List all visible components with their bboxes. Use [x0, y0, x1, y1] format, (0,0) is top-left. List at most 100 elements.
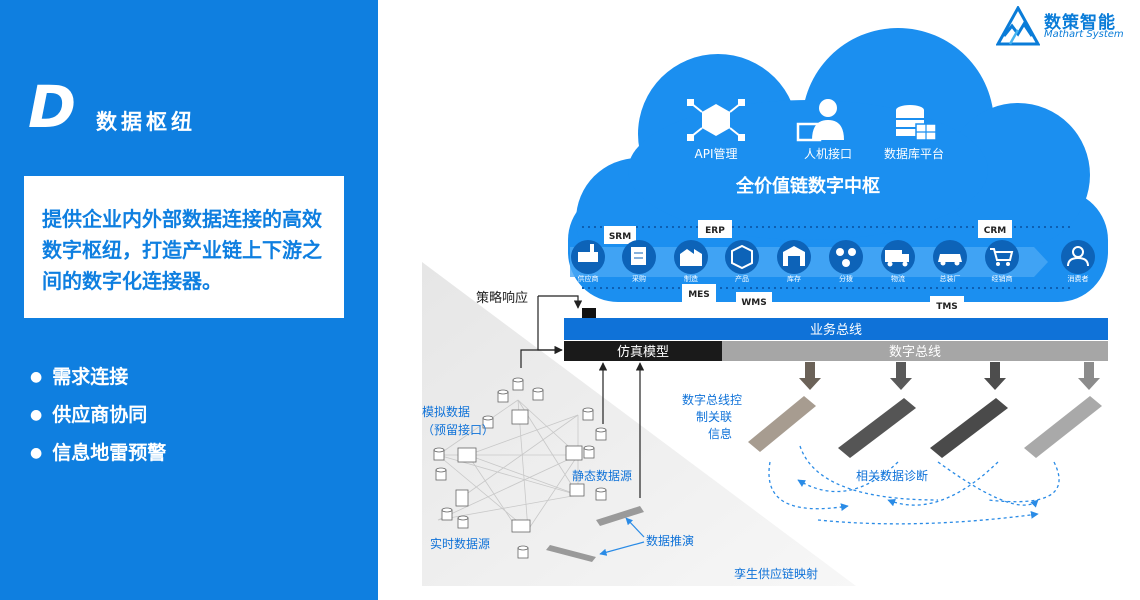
human-machine-interface-icon	[796, 99, 844, 142]
bus-control-label: 数字总线控	[682, 392, 742, 407]
svg-text:TMS: TMS	[936, 302, 958, 312]
bullet-dot-icon: ●	[30, 407, 43, 423]
description-text: 提供企业内外部数据连接的高效数字枢纽，打造产业链上下游之间的数字化连接器。	[42, 207, 322, 293]
section-title: 数据枢纽	[96, 110, 196, 134]
truck-icon	[511, 519, 531, 533]
chain-node-assembly-plant: 总装厂	[933, 240, 967, 283]
digital-bus-arrow	[890, 362, 912, 390]
data-strip	[838, 398, 916, 458]
strategy-connector	[582, 308, 596, 318]
strategy-response-label: 策略响应	[476, 290, 528, 306]
static-source-label: 静态数据源	[572, 468, 632, 483]
logo-mark-icon	[995, 4, 1041, 46]
data-strip	[930, 398, 1008, 458]
chain-node-logistics: 物流	[881, 240, 915, 283]
database-node-icon	[497, 389, 509, 403]
digital-bus-arrow	[1078, 362, 1100, 390]
strategy-arrow	[538, 295, 583, 309]
svg-text:供应商: 供应商	[578, 274, 599, 283]
system-tag-erp: ERP	[698, 220, 732, 238]
chain-node-inventory: 库存	[777, 240, 811, 283]
twin-area-background	[422, 262, 856, 586]
description-box: 提供企业内外部数据连接的高效数字枢纽，打造产业链上下游之间的数字化连接器。	[24, 176, 344, 318]
svg-text:SRM: SRM	[609, 232, 631, 242]
chain-node-dealer: 经销商	[985, 240, 1019, 283]
reserved-interface-label: （预留接口）	[422, 422, 494, 437]
digital-bus	[722, 341, 1108, 361]
feature-item: ●需求连接	[30, 358, 166, 396]
svg-text:分拨: 分拨	[839, 274, 853, 283]
digital-bus-arrow	[984, 362, 1006, 390]
database-node-icon	[517, 545, 529, 559]
database-node-group	[433, 377, 607, 559]
database-node-icon	[441, 507, 453, 521]
hmi-label: 人机接口	[804, 146, 852, 161]
cloud-title: 全价值链数字中枢	[735, 175, 880, 197]
data-hub-diagram: API管理 人机接口 数据库平台 全价值链数字中枢 SRM ERP CRM ME…	[422, 28, 1108, 586]
bus-control-label: 信息	[708, 426, 732, 441]
chain-node-supplier: 供应商	[571, 240, 605, 283]
svg-text:总装厂: 总装厂	[940, 274, 961, 283]
inference-strip	[596, 506, 644, 526]
strategy-arrow	[537, 296, 563, 355]
realtime-source-label: 实时数据源	[430, 536, 490, 551]
digital-bus-arrow	[799, 362, 821, 390]
business-bus-label: 业务总线	[810, 322, 862, 338]
feature-item: ●信息地雷预警	[30, 434, 166, 472]
svg-text:产品: 产品	[735, 274, 749, 283]
chain-node-distribution: 分拨	[829, 240, 863, 283]
svg-text:采购: 采购	[632, 274, 646, 283]
store-icon	[569, 483, 585, 497]
api-management-label: API管理	[695, 146, 738, 161]
database-node-icon	[512, 377, 524, 391]
svg-text:物流: 物流	[891, 274, 905, 283]
chain-node-consumer: 消费者	[1061, 240, 1095, 283]
logo-name: 数策智能	[1044, 13, 1116, 33]
logo-subtitle: Mathart System	[1044, 29, 1124, 40]
simulation-model-bar	[564, 341, 722, 361]
brand-logo: 数策智能 Mathart System	[995, 4, 1136, 46]
inference-arrow	[625, 517, 645, 538]
data-strip	[1024, 396, 1102, 458]
database-node-icon	[532, 387, 544, 401]
office-building-icon	[457, 447, 477, 463]
sim-connector-line	[520, 349, 562, 368]
feature-item: ●供应商协同	[30, 396, 166, 434]
database-node-icon	[595, 487, 607, 501]
database-platform-label: 数据库平台	[884, 146, 944, 161]
database-node-icon	[482, 415, 494, 429]
chain-node-manufacturing: 制造	[674, 240, 708, 283]
svg-text:库存: 库存	[787, 274, 801, 283]
system-tag-mes: MES	[682, 284, 716, 302]
chain-node-purchasing: 采购	[622, 240, 656, 283]
bus-control-label: 制关联	[696, 410, 732, 424]
database-node-icon	[433, 447, 445, 461]
svg-text:MES: MES	[688, 290, 710, 300]
diagnosis-curves	[768, 445, 1060, 525]
api-management-icon	[687, 99, 745, 141]
twin-mapping-label: 孪生供应链映射	[734, 566, 818, 581]
factory-icon	[511, 409, 529, 425]
system-tag-tms: TMS	[930, 296, 964, 314]
section-letter: D	[28, 73, 77, 141]
inference-label: 数据推演	[646, 533, 694, 548]
warehouse-icon	[565, 445, 583, 461]
svg-text:消费者: 消费者	[1068, 274, 1089, 283]
svg-text:CRM: CRM	[984, 226, 1007, 236]
inference-strip	[546, 545, 596, 562]
simulation-model-label: 仿真模型	[617, 345, 669, 360]
database-node-icon	[435, 467, 447, 481]
system-tag-srm: SRM	[604, 226, 636, 244]
left-panel: D 数据枢纽 提供企业内外部数据连接的高效数字枢纽，打造产业链上下游之间的数字化…	[0, 0, 378, 600]
database-node-icon	[582, 407, 594, 421]
feature-list: ●需求连接 ●供应商协同 ●信息地雷预警	[30, 358, 166, 472]
business-bus	[564, 318, 1108, 340]
database-platform-icon	[896, 105, 937, 141]
chain-node-product: 产品	[725, 240, 759, 283]
data-strip	[748, 396, 816, 452]
database-node-icon	[457, 515, 469, 529]
bullet-dot-icon: ●	[30, 369, 43, 385]
svg-text:WMS: WMS	[741, 298, 766, 308]
tower-building-icon	[455, 489, 469, 507]
inference-arrow	[599, 541, 645, 556]
